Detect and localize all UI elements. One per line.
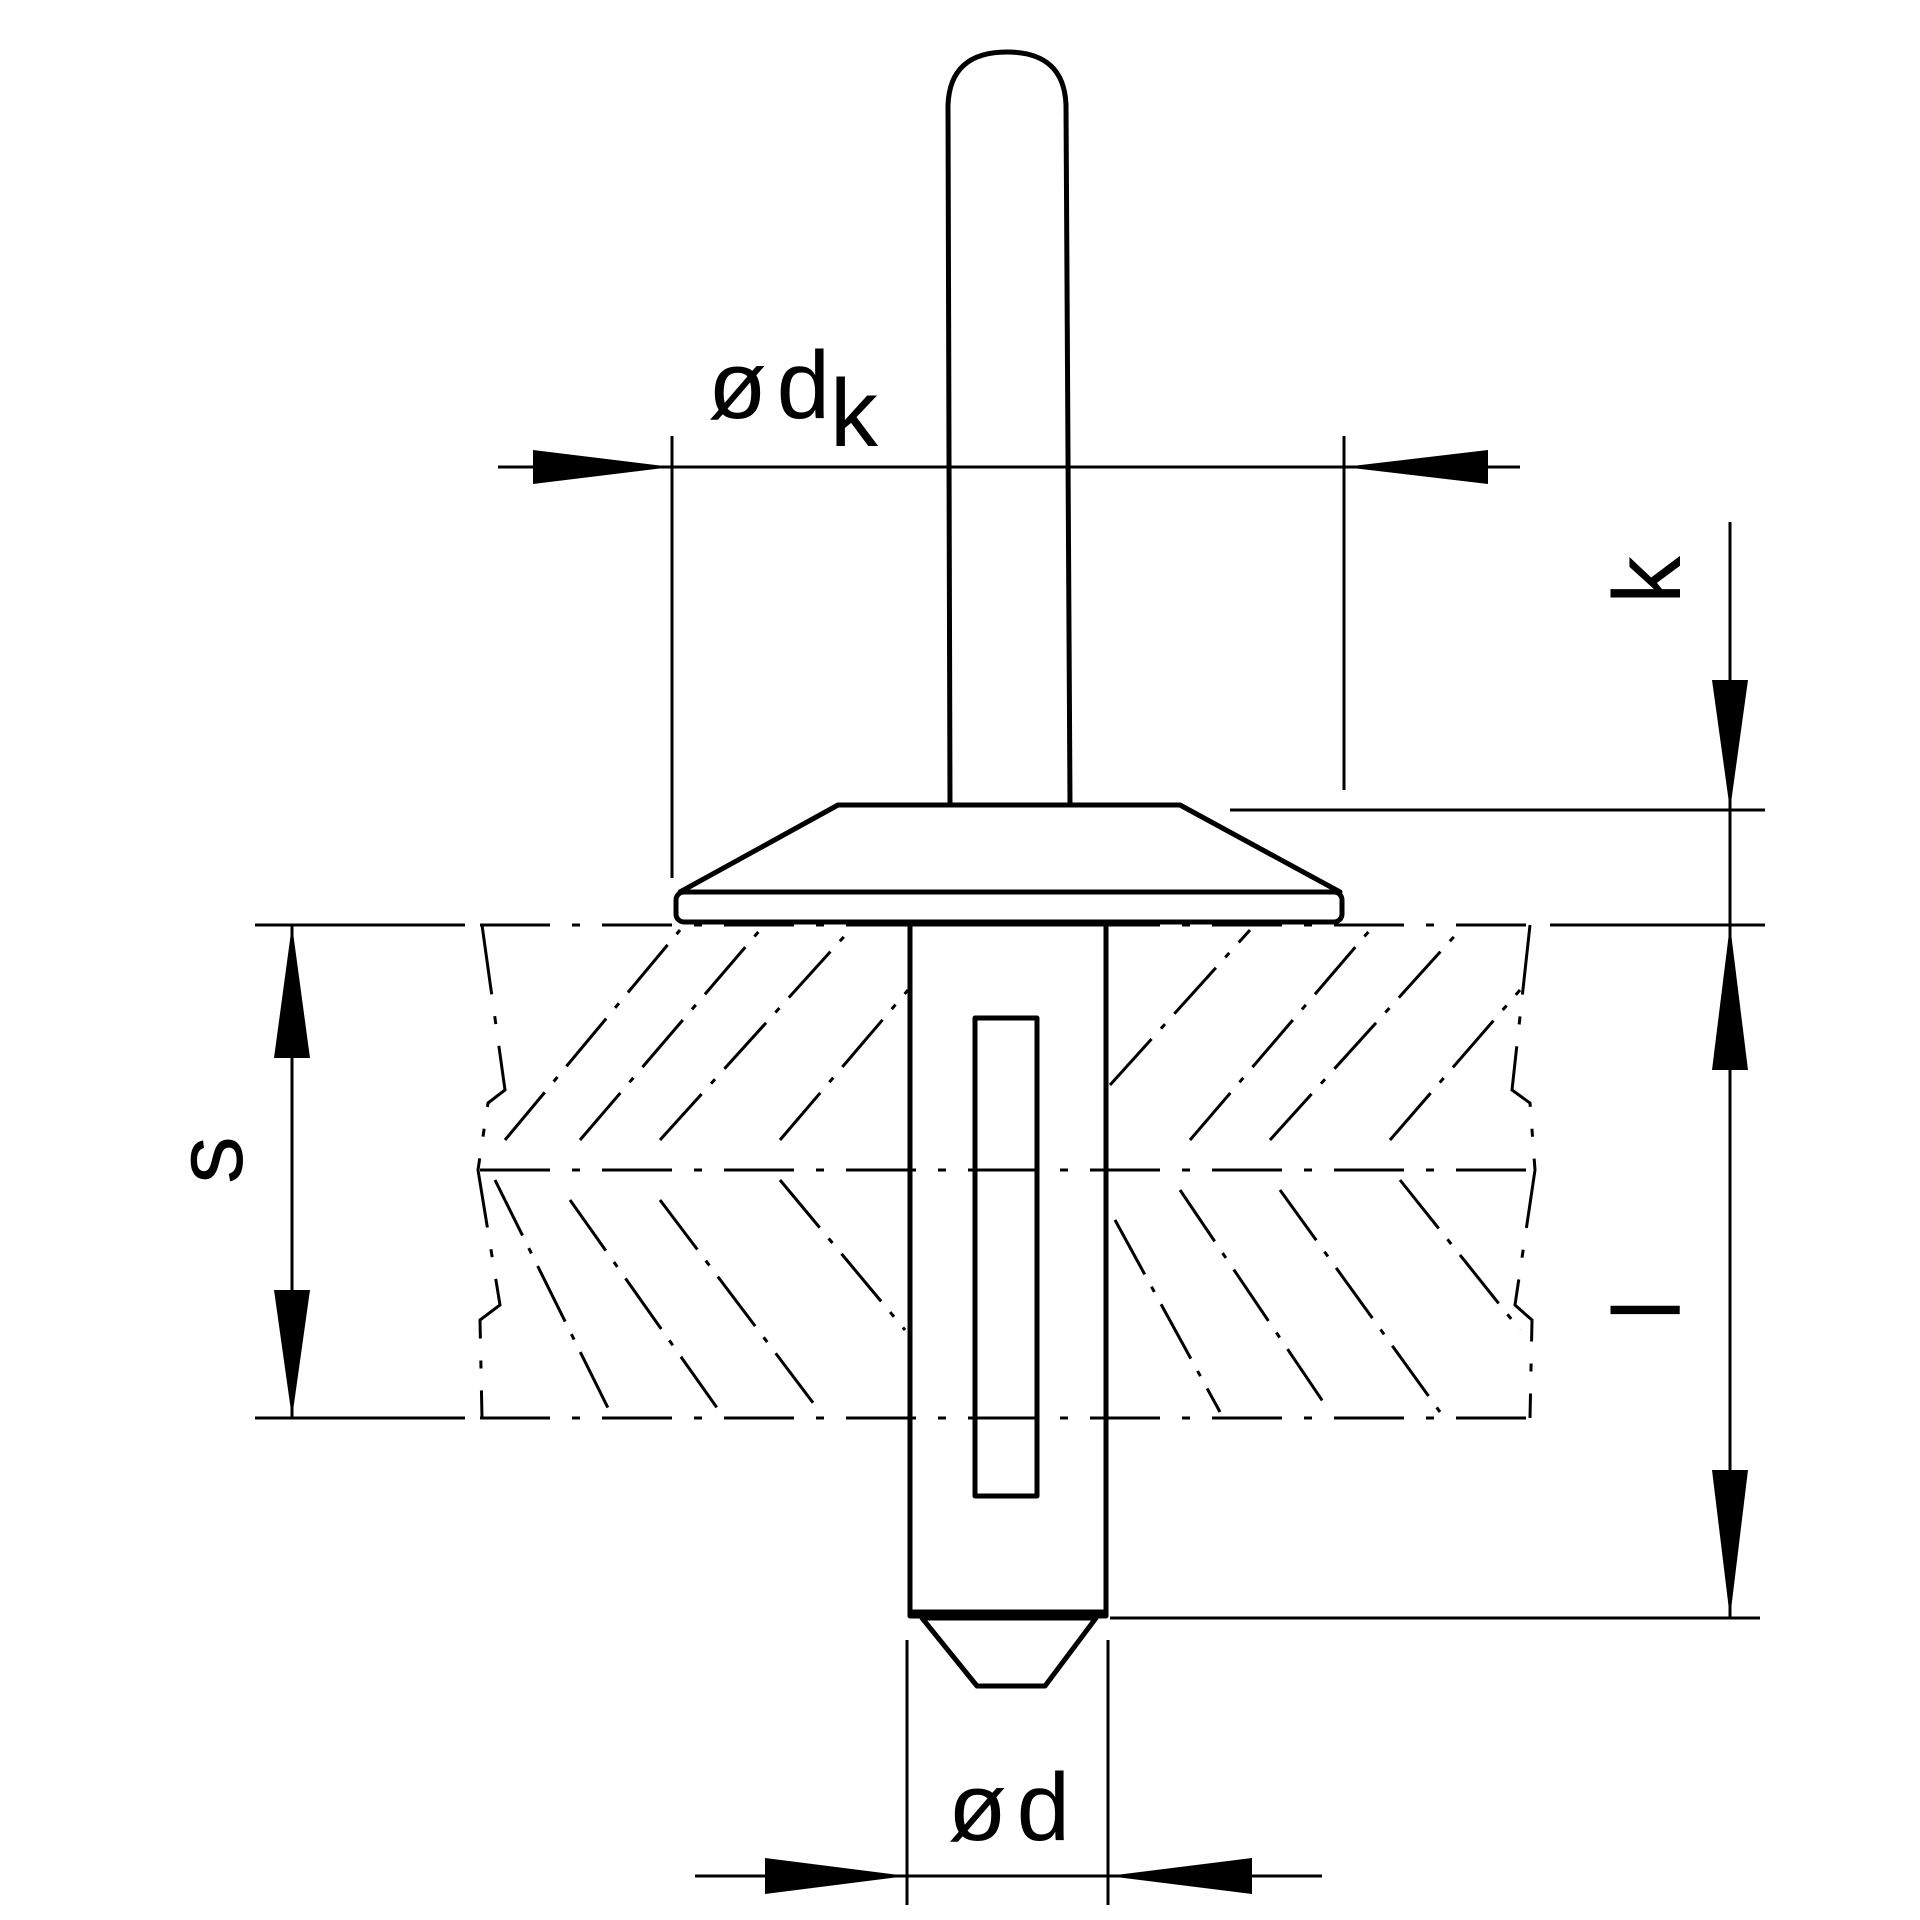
grip-range-label: s [156, 1136, 263, 1184]
grip-range-dimension: s [156, 923, 465, 1420]
lower-plate-hatch [493, 1179, 1522, 1413]
dk-arrow-left [533, 450, 672, 484]
head-height-label: k [1594, 555, 1701, 604]
plate-right-break [1510, 924, 1537, 1419]
d-arrow-left [765, 1858, 907, 1894]
rivet-head [677, 802, 1343, 895]
l-arrow-bottom [1712, 1470, 1748, 1618]
shank-slot [972, 1015, 1040, 1499]
rivet [673, 49, 1345, 1689]
head-height-dimension: k [1230, 522, 1765, 1618]
mandrel [945, 49, 1073, 806]
dk-arrow-right [1344, 450, 1488, 484]
s-arrow-top [274, 925, 310, 1058]
s-arrow-bottom [274, 1290, 310, 1418]
k-arrow-top [1712, 680, 1748, 810]
workpiece [476, 923, 1537, 1420]
rivet-shank [907, 921, 1109, 1619]
length-dimension: l [1110, 923, 1765, 1620]
d-arrow-right [1108, 1858, 1252, 1894]
k-arrow-bottom [1712, 925, 1748, 1070]
rivet-head-flange [673, 889, 1345, 925]
mandrel-tip [919, 1615, 1099, 1689]
length-label: l [1594, 1299, 1701, 1320]
plate-left-break [476, 924, 507, 1419]
upper-plate-hatch [503, 928, 1522, 1142]
